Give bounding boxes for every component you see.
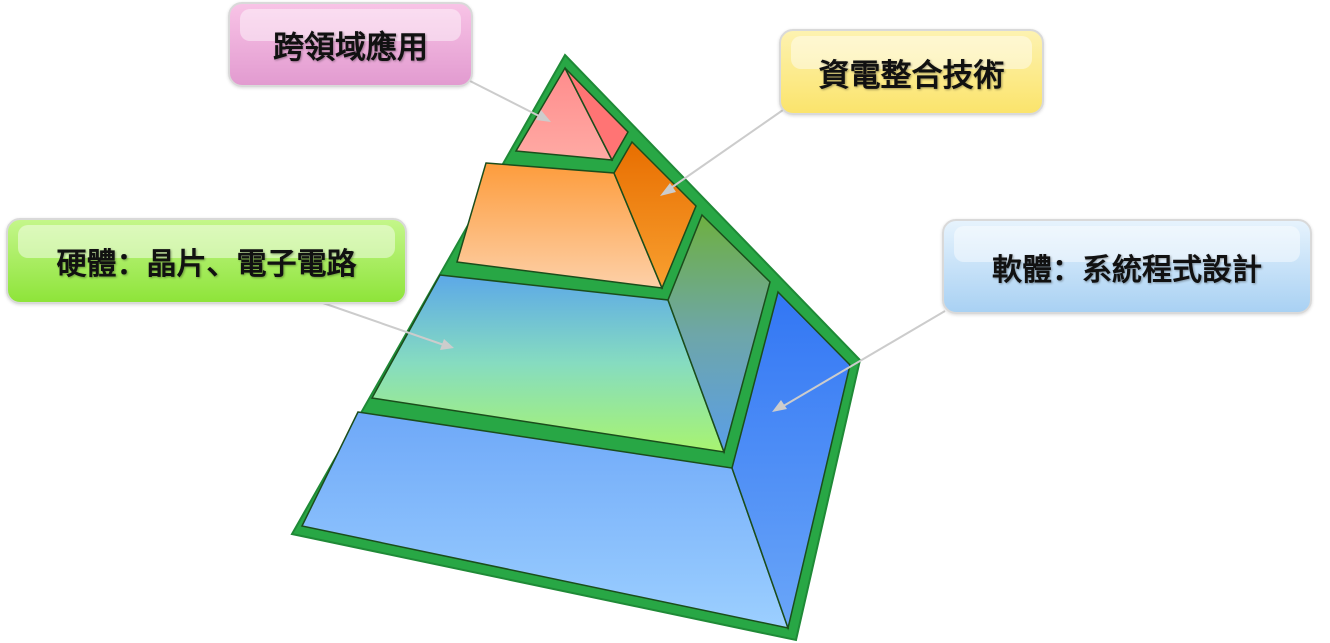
connector-integration [660,109,784,196]
apex-tier-side [564,67,629,162]
callout-software: 軟體：系統程式設計 [942,219,1312,314]
callout-label: 資電整合技術 [818,57,1005,94]
callout-it-integration: 資電整合技術 [779,29,1044,115]
connector-apps [469,80,551,122]
third-tier-side [667,213,771,455]
connector-software [772,310,946,412]
connector-hardware [322,302,454,350]
callout-label: 跨領域應用 [273,30,428,66]
callout-cross-domain-apps: 跨領域應用 [228,2,473,87]
callout-hardware: 硬體：晶片、電子電路 [6,218,407,304]
base-tier-side [731,290,851,631]
callout-label: 軟體：系統程式設計 [992,252,1262,288]
callout-label: 硬體：晶片、電子電路 [56,247,357,282]
